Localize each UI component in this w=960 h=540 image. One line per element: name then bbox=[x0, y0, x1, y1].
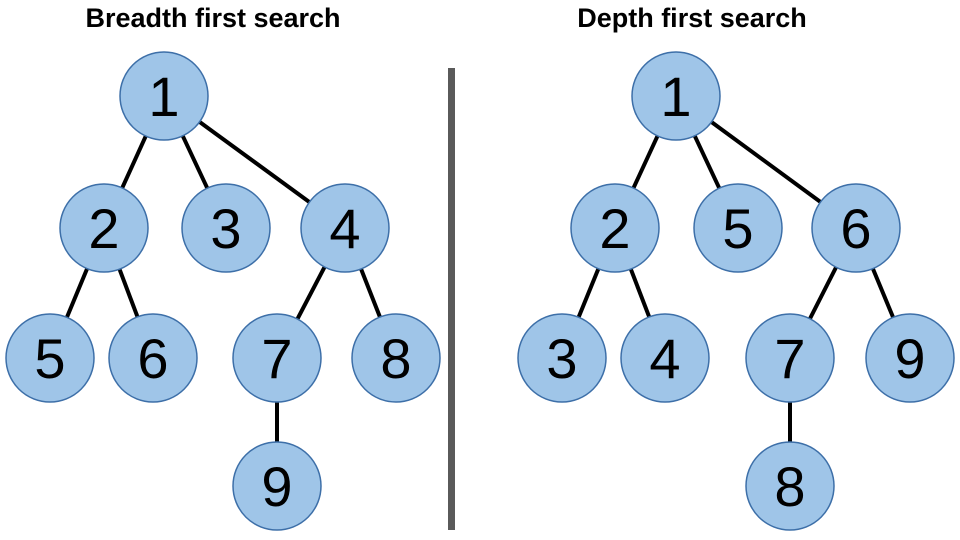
node-label: 7 bbox=[774, 327, 805, 390]
node-label: 9 bbox=[894, 327, 925, 390]
tree-edge bbox=[180, 134, 210, 190]
edges-layer bbox=[65, 120, 895, 442]
panel-divider bbox=[448, 68, 455, 530]
tree-node: 6 bbox=[811, 183, 901, 273]
node-label: 2 bbox=[599, 197, 630, 260]
tree-node: 2 bbox=[59, 183, 149, 273]
node-label: 6 bbox=[137, 327, 168, 390]
tree-node: 4 bbox=[300, 183, 390, 273]
tree-node: 3 bbox=[181, 183, 271, 273]
tree-edge bbox=[120, 135, 148, 189]
tree-node: 1 bbox=[119, 51, 209, 141]
tree-edge bbox=[65, 267, 89, 319]
node-circle bbox=[570, 183, 660, 273]
node-circle bbox=[119, 51, 209, 141]
node-circle bbox=[631, 51, 721, 141]
node-label: 6 bbox=[840, 197, 871, 260]
node-label: 3 bbox=[210, 197, 241, 260]
node-label: 8 bbox=[380, 327, 411, 390]
node-circle bbox=[300, 183, 390, 273]
tree-node: 7 bbox=[232, 313, 322, 403]
tree-node: 1 bbox=[631, 51, 721, 141]
tree-node: 6 bbox=[108, 313, 198, 403]
tree-node: 9 bbox=[232, 441, 322, 531]
tree-edge bbox=[692, 134, 722, 190]
node-label: 5 bbox=[722, 197, 753, 260]
tree-node: 5 bbox=[693, 183, 783, 273]
node-circle bbox=[59, 183, 149, 273]
node-label: 3 bbox=[546, 327, 577, 390]
tree-node: 4 bbox=[620, 313, 710, 403]
tree-node: 3 bbox=[517, 313, 607, 403]
node-label: 1 bbox=[660, 65, 691, 128]
node-label: 4 bbox=[649, 327, 680, 390]
tree-edge bbox=[198, 120, 311, 204]
tree-node: 9 bbox=[865, 313, 955, 403]
tree-edge bbox=[871, 267, 895, 319]
node-circle bbox=[693, 183, 783, 273]
node-circle bbox=[865, 313, 955, 403]
node-circle bbox=[745, 313, 835, 403]
panel-title-bfs: Breadth first search bbox=[85, 3, 341, 33]
node-circle bbox=[232, 441, 322, 531]
node-circle bbox=[5, 313, 95, 403]
node-circle bbox=[232, 313, 322, 403]
node-circle bbox=[108, 313, 198, 403]
node-label: 5 bbox=[34, 327, 65, 390]
node-circle bbox=[811, 183, 901, 273]
node-label: 2 bbox=[88, 197, 119, 260]
tree-node: 7 bbox=[745, 313, 835, 403]
node-label: 9 bbox=[261, 455, 292, 518]
node-label: 7 bbox=[261, 327, 292, 390]
tree-edge bbox=[295, 266, 327, 320]
node-circle bbox=[517, 313, 607, 403]
node-circle bbox=[351, 313, 441, 403]
tree-edge bbox=[710, 120, 822, 204]
tree-edge bbox=[576, 267, 601, 319]
tree-node: 8 bbox=[351, 313, 441, 403]
panel-title-dfs: Depth first search bbox=[577, 3, 807, 33]
node-label: 8 bbox=[774, 455, 805, 518]
nodes-layer: 1 2 3 4 5 6 7 8 9 1 2 5 6 3 4 7 9 8 bbox=[5, 51, 955, 531]
node-circle bbox=[620, 313, 710, 403]
node-label: 1 bbox=[148, 65, 179, 128]
tree-edge bbox=[628, 268, 652, 318]
tree-node: 2 bbox=[570, 183, 660, 273]
tree-edge bbox=[359, 268, 382, 318]
node-label: 4 bbox=[329, 197, 360, 260]
tree-node: 8 bbox=[745, 441, 835, 531]
tree-edge bbox=[631, 135, 660, 189]
node-circle bbox=[181, 183, 271, 273]
tree-edge bbox=[117, 268, 140, 318]
tree-node: 5 bbox=[5, 313, 95, 403]
tree-edge bbox=[808, 266, 838, 320]
node-circle bbox=[745, 441, 835, 531]
